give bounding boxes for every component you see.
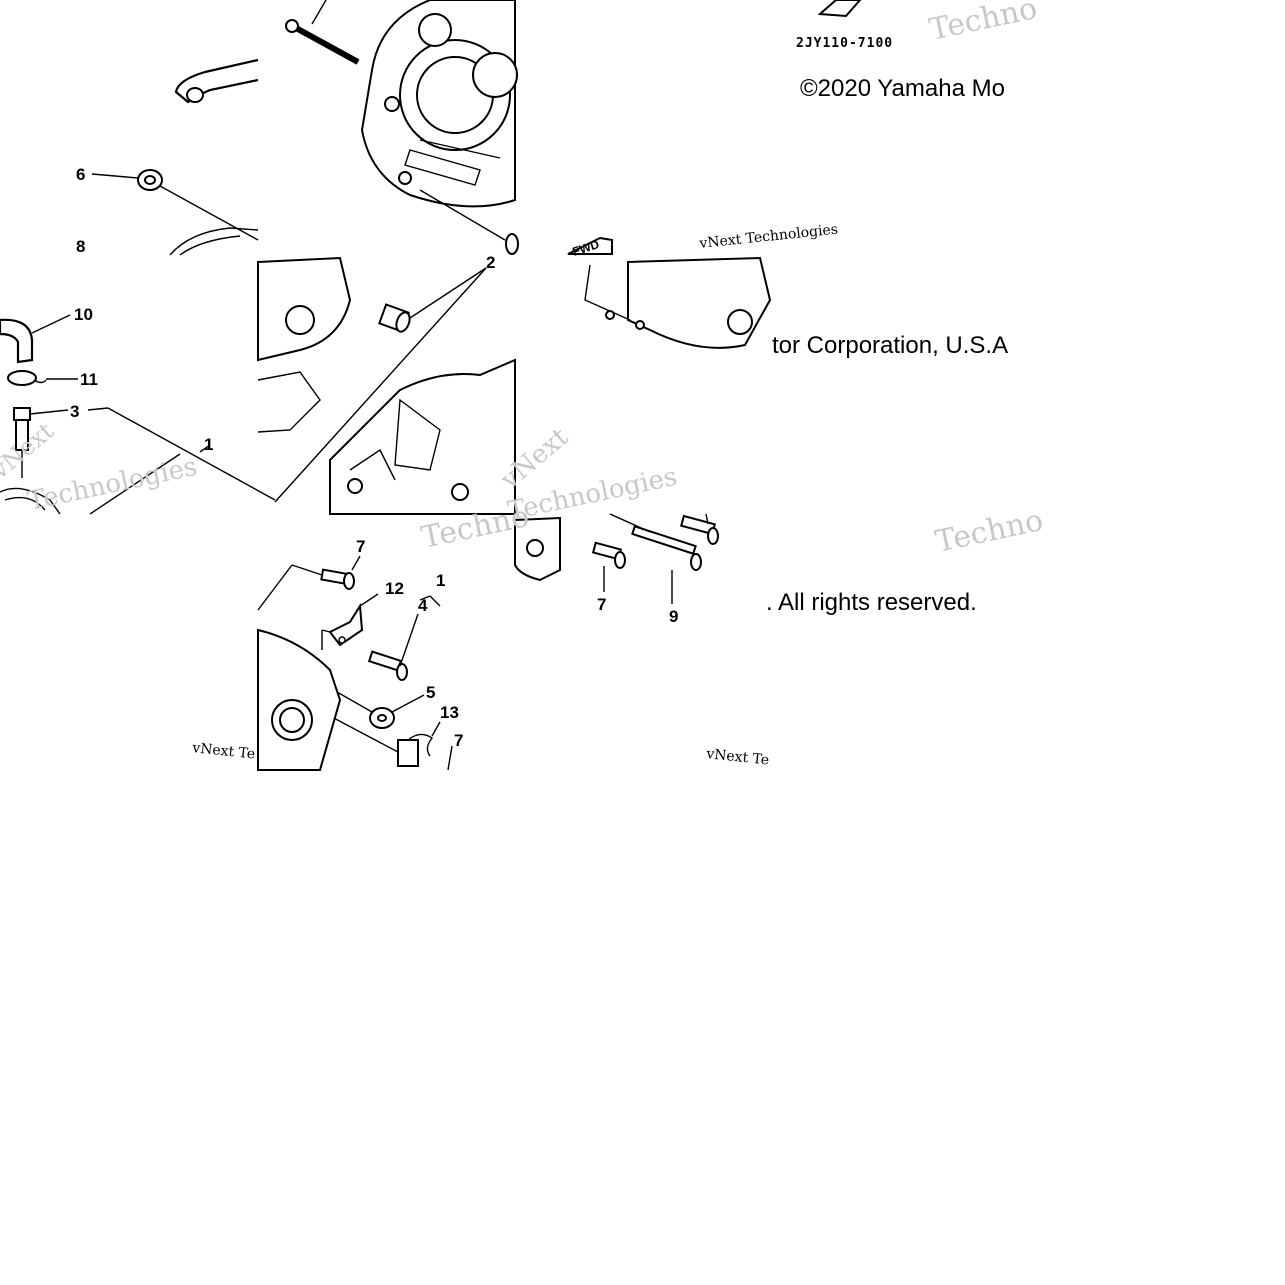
bolt-7-upper	[257, 555, 361, 611]
copyright-line-3: . All rights reserved.	[766, 589, 977, 616]
fitting-3	[13, 407, 69, 478]
callout-6: 6	[76, 165, 85, 184]
callout-10: 10	[74, 305, 93, 324]
crankcase-side-fragment	[514, 516, 561, 582]
bolt-9	[609, 513, 702, 604]
callout-7-lower-middle: 7	[454, 731, 463, 750]
watermark-techno-lower: Techno	[932, 503, 1046, 560]
crankcase-left-half	[329, 358, 516, 515]
crankcase-bottom-fragment	[257, 628, 342, 771]
callout-13: 13	[440, 703, 459, 722]
callout-8: 8	[76, 237, 85, 256]
fitting-13	[329, 715, 453, 771]
bolt-4	[321, 595, 441, 681]
callout-7-upper: 7	[356, 537, 365, 556]
copyright-line-2: tor Corporation, U.S.A	[772, 332, 1008, 359]
callout-7-lower-right: 7	[597, 595, 606, 614]
watermark-vnext-center-right: vNext Technologies	[698, 222, 839, 253]
crankcase-right-half	[360, 0, 519, 255]
crankcase-rear-fragment	[584, 256, 772, 349]
fwd-tab-top-right	[817, 0, 862, 18]
dowel-pin-2	[274, 267, 487, 503]
clip-11	[7, 370, 78, 386]
crankcase-left-fragment-mid	[0, 487, 61, 515]
fwd-arrow-mark	[567, 236, 613, 255]
callout-3: 3	[70, 402, 79, 421]
callout-11: 11	[80, 370, 98, 389]
washer-5	[329, 687, 425, 729]
crankcase-left-fragment-top	[169, 227, 259, 256]
washer-6	[91, 169, 259, 241]
long-bolt	[285, 0, 360, 65]
callout-1-upper: 1	[204, 435, 213, 454]
watermark-vnext-lower-left: vNext Te	[191, 740, 256, 763]
callout-9: 9	[669, 607, 678, 626]
hose-10	[0, 314, 71, 364]
part-code: 2JY110-7100	[796, 36, 893, 51]
fwd-label: FWD	[571, 237, 602, 259]
crankcase-assembly-bracket-1	[87, 407, 276, 515]
crankcase-inner-fragment	[257, 256, 352, 433]
callout-2: 2	[486, 253, 495, 272]
callout-1-lower: 1	[436, 571, 445, 590]
watermark-technologies-left: Technologies	[25, 452, 200, 517]
watermark-vnext-lower-right: vNext Te	[705, 746, 770, 769]
callout-12: 12	[385, 579, 404, 598]
watermark-techno-top: Techno	[926, 0, 1040, 48]
copyright-line-1: ©2020 Yamaha Mo	[800, 75, 1005, 102]
callout-4: 4	[418, 596, 428, 615]
watermark-vnext-left: vNext	[0, 417, 59, 486]
bolt-top-right	[680, 513, 719, 545]
hose-top	[174, 58, 259, 104]
callout-5: 5	[426, 683, 435, 702]
bolt-7-lower	[591, 541, 626, 592]
bracket-12	[328, 593, 379, 647]
